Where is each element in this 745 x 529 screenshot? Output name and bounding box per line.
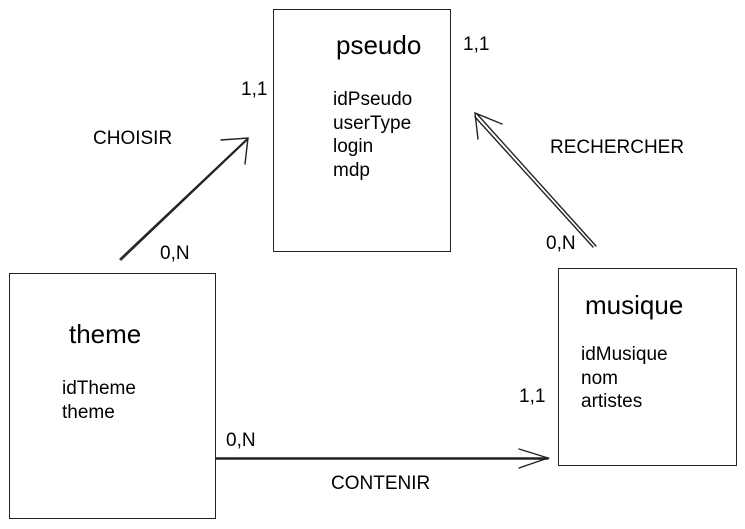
attribute: userType bbox=[333, 112, 412, 134]
relation-label-choisir: CHOISIR bbox=[93, 128, 173, 149]
cardinality-contenir-theme: 0,N bbox=[226, 430, 256, 451]
relation-label-rechercher: RECHERCHER bbox=[550, 137, 685, 158]
attribute: nom bbox=[581, 367, 618, 389]
cardinality-rechercher-musique: 0,N bbox=[546, 233, 576, 254]
attribute: mdp bbox=[333, 159, 370, 181]
attribute: theme bbox=[62, 401, 115, 423]
entity-title: musique bbox=[585, 290, 684, 320]
entity-theme: theme idTheme theme bbox=[9, 273, 216, 519]
choisir-arrow bbox=[119, 137, 249, 261]
entity-title: theme bbox=[69, 319, 142, 349]
attribute: artistes bbox=[581, 391, 643, 412]
cardinality-contenir-musique: 1,1 bbox=[519, 386, 546, 407]
rechercher-arrow bbox=[474, 111, 597, 248]
attribute-list: idMusique nom artistes bbox=[581, 343, 668, 414]
entity-pseudo: pseudo idPseudo userType login mdp bbox=[273, 9, 451, 252]
attribute: login bbox=[333, 136, 374, 157]
contenir-arrow bbox=[215, 448, 551, 469]
cardinality-choisir-theme: 0,N bbox=[160, 243, 190, 264]
relation-label-contenir: CONTENIR bbox=[331, 473, 431, 494]
attribute: idTheme bbox=[62, 378, 136, 399]
attribute: idPseudo bbox=[333, 89, 413, 110]
cardinality-choisir-pseudo: 1,1 bbox=[241, 79, 268, 100]
attribute-list: idTheme theme bbox=[62, 377, 136, 424]
attribute: idMusique bbox=[581, 344, 668, 365]
entity-title: pseudo bbox=[336, 30, 422, 60]
entity-musique: musique idMusique nom artistes bbox=[558, 268, 737, 466]
attribute-list: idPseudo userType login mdp bbox=[333, 88, 412, 182]
cardinality-rechercher-pseudo: 1,1 bbox=[463, 34, 490, 55]
